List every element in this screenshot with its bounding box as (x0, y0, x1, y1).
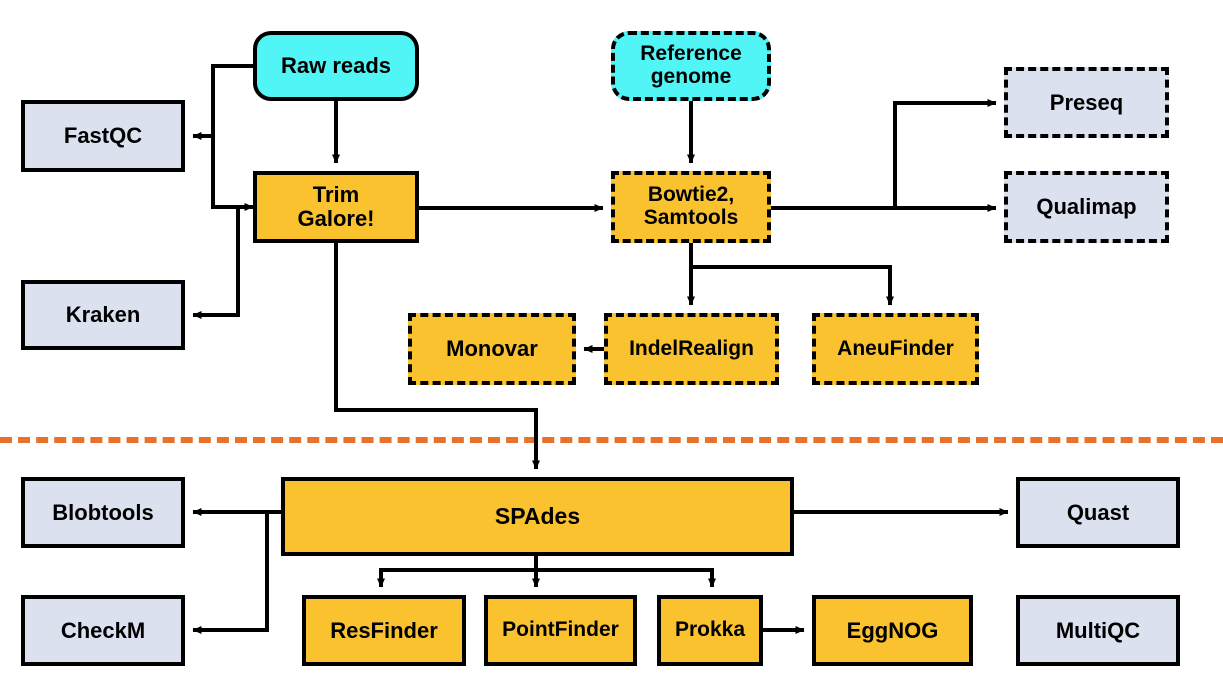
edge-bowtie2-samtools-to-preseq (893, 99, 997, 208)
node-label-indelrealign: IndelRealign (629, 336, 754, 360)
node-label-pointfinder: PointFinder (502, 618, 619, 642)
edge-spades-to-prokka (536, 568, 716, 588)
edge-spades-to-checkm (192, 512, 269, 634)
node-label-checkm: CheckM (60, 617, 146, 643)
node-label-bowtie2-samtools: Bowtie2, Samtools (643, 183, 739, 229)
node-label-quast: Quast (1066, 499, 1130, 525)
node-spades[interactable]: SPAdes (281, 477, 794, 556)
node-label-prokka: Prokka (674, 618, 746, 642)
edge-trim-galore-to-kraken (192, 207, 240, 319)
node-bowtie2-samtools[interactable]: Bowtie2, Samtools (611, 171, 771, 243)
node-label-eggnog: EggNOG (846, 617, 939, 643)
edge-bowtie2-samtools-to-aneufinder (691, 265, 894, 306)
node-label-fastqc: FastQC (63, 123, 143, 149)
node-label-monovar: Monovar (446, 336, 538, 362)
node-label-blobtools: Blobtools (52, 499, 154, 525)
section-divider (0, 437, 1223, 443)
node-quast[interactable]: Quast (1016, 477, 1180, 548)
node-checkm[interactable]: CheckM (21, 595, 185, 666)
node-kraken[interactable]: Kraken (21, 280, 185, 350)
node-label-preseq: Preseq (1049, 89, 1124, 115)
node-pointfinder[interactable]: PointFinder (484, 595, 637, 666)
node-label-raw-reads: Raw reads (280, 53, 392, 79)
node-label-spades: SPAdes (494, 503, 581, 530)
node-reference-genome[interactable]: Reference genome (611, 31, 771, 101)
node-indelrealign[interactable]: IndelRealign (604, 313, 779, 385)
node-monovar[interactable]: Monovar (408, 313, 576, 385)
node-qualimap[interactable]: Qualimap (1004, 171, 1169, 243)
node-prokka[interactable]: Prokka (657, 595, 763, 666)
node-resfinder[interactable]: ResFinder (302, 595, 466, 666)
node-preseq[interactable]: Preseq (1004, 67, 1169, 138)
node-label-multiqc: MultiQC (1055, 617, 1141, 643)
node-label-kraken: Kraken (65, 302, 141, 328)
node-label-resfinder: ResFinder (330, 617, 438, 643)
node-eggnog[interactable]: EggNOG (812, 595, 973, 666)
node-label-aneufinder: AneuFinder (837, 336, 954, 360)
node-label-reference-genome: Reference genome (640, 42, 742, 88)
node-label-qualimap: Qualimap (1036, 194, 1137, 220)
edge-raw-reads-to-fastqc (192, 64, 253, 140)
node-aneufinder[interactable]: AneuFinder (812, 313, 979, 385)
node-label-trim-galore: Trim Galore! (297, 182, 375, 231)
edge-raw-reads-to-trim-galore-left (211, 136, 254, 211)
node-raw-reads[interactable]: Raw reads (253, 31, 419, 101)
node-trim-galore[interactable]: Trim Galore! (253, 171, 419, 243)
node-blobtools[interactable]: Blobtools (21, 477, 185, 548)
node-fastqc[interactable]: FastQC (21, 100, 185, 172)
edge-spades-to-resfinder (377, 556, 538, 588)
node-multiqc[interactable]: MultiQC (1016, 595, 1180, 666)
